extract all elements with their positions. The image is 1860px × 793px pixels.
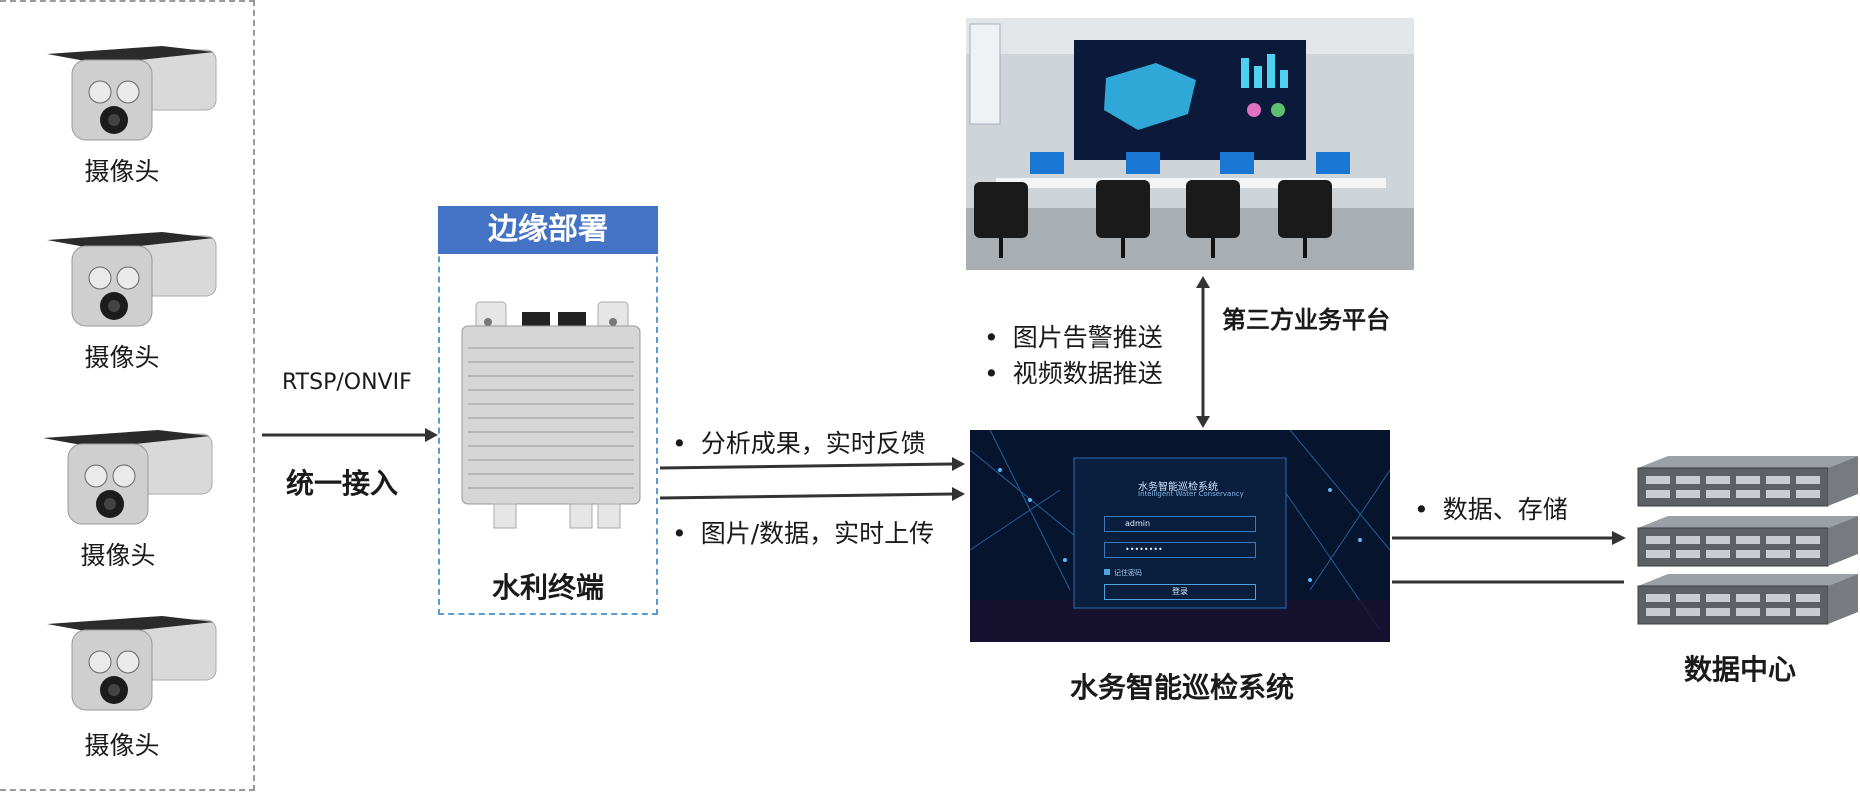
terminal-device-icon (461, 301, 641, 529)
arrow-edge-to-system (659, 457, 965, 501)
system-screen: 水务智能巡检系统 Intelligent Water Conservancy a… (970, 430, 1390, 642)
bullet-dot: • (984, 359, 999, 388)
camera-label: 摄像头 (80, 541, 156, 570)
camera-icon (47, 46, 217, 141)
screen-subtitle: Intelligent Water Conservancy (1138, 490, 1244, 498)
datacenter-label: 数据中心 (1684, 653, 1797, 686)
feedback-bullet: • 分析成果，实时反馈 (672, 424, 926, 460)
remember-checkbox[interactable]: 记住密码 (1104, 568, 1142, 578)
username-field[interactable]: admin (1104, 516, 1256, 532)
username-value: admin (1125, 519, 1151, 528)
remember-label: 记住密码 (1114, 569, 1142, 577)
system-label: 水务智能巡检系统 (1070, 671, 1295, 704)
server-rack-icon (1637, 456, 1858, 625)
camera-icon (43, 430, 213, 525)
upload-text: 图片/数据，实时上传 (700, 519, 935, 548)
third-party-label: 第三方业务平台 (1222, 306, 1390, 334)
storage-bullet: • 数据、存储 (1414, 490, 1568, 526)
password-field[interactable]: •••••••• (1104, 542, 1256, 558)
protocol-label: RTSP/ONVIF (282, 370, 412, 395)
camera-label: 摄像头 (84, 343, 160, 372)
access-caption: 统一接入 (286, 467, 399, 500)
alarm-text: 图片告警推送 (1012, 323, 1163, 352)
screen-title: 水务智能巡检系统 (1138, 482, 1218, 493)
edge-header: 边缘部署 (438, 206, 658, 254)
bullet-dot: • (984, 323, 999, 352)
camera-label: 摄像头 (84, 731, 160, 760)
control-room-image (966, 18, 1414, 270)
camera-label: 摄像头 (84, 157, 160, 186)
camera-group (0, 0, 255, 791)
arrow-camera-to-edge (262, 428, 438, 442)
login-button[interactable]: 登录 (1104, 584, 1256, 600)
bullet-dot: • (672, 519, 687, 548)
terminal-label: 水利终端 (491, 571, 604, 604)
camera-icon (47, 616, 217, 711)
arrow-system-third-party (1196, 276, 1210, 428)
password-value: •••••••• (1125, 545, 1163, 554)
arrow-system-to-datacenter (1392, 531, 1626, 584)
bullet-dot: • (672, 429, 687, 458)
feedback-text: 分析成果，实时反馈 (700, 429, 926, 458)
checkbox-icon (1104, 569, 1110, 575)
upload-bullet: • 图片/数据，实时上传 (672, 514, 934, 550)
network-background (970, 430, 1390, 642)
video-text: 视频数据推送 (1012, 359, 1163, 388)
storage-text: 数据、存储 (1442, 495, 1568, 524)
bullet-dot: • (1414, 495, 1429, 524)
alarm-bullet: • 图片告警推送 (984, 318, 1163, 354)
video-bullet: • 视频数据推送 (984, 354, 1163, 390)
camera-icon (47, 232, 217, 327)
